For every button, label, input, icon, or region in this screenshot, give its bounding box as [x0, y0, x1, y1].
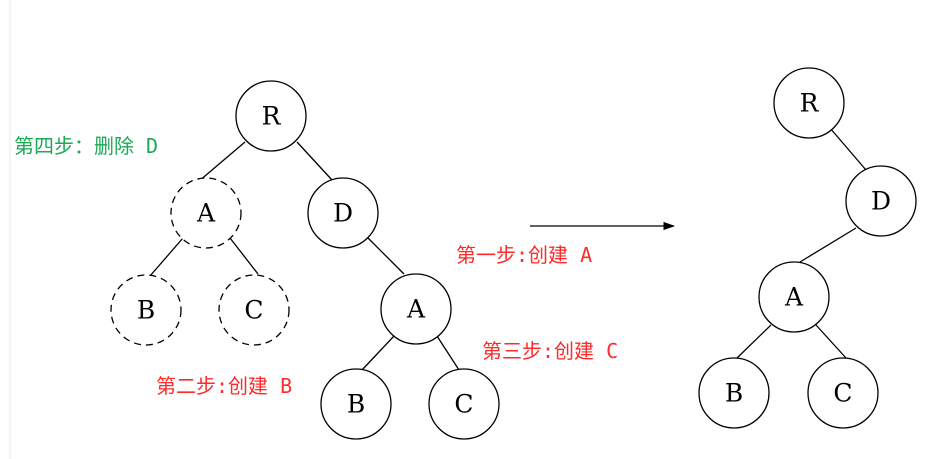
step2-label: 第二步:创建 B [156, 374, 292, 398]
node-a-removed-label: A [196, 199, 216, 228]
right-node-c-label: C [833, 379, 852, 408]
right-node-r: R [773, 67, 845, 139]
step1-label: 第一步:创建 A [456, 243, 592, 267]
edge-right-d-a [799, 227, 857, 263]
edge-a-removed-b [149, 237, 184, 277]
edge-a-removed-c [229, 237, 259, 275]
edge-right-a-b [736, 324, 772, 359]
edge-right-r-d [829, 127, 867, 171]
node-b-new: B [320, 368, 392, 440]
node-d-label: D [333, 199, 353, 228]
right-node-r-label: R [800, 89, 820, 118]
edge-r-d [296, 141, 333, 181]
edge-d-a-new [367, 237, 405, 275]
node-d: D [307, 177, 379, 249]
right-node-b: B [698, 357, 770, 429]
node-b-removed: B [110, 274, 182, 346]
node-c-removed-label: C [244, 296, 263, 325]
node-a-new-label: A [406, 295, 426, 324]
edge-a-new-c-new [436, 335, 460, 371]
node-r: R [235, 80, 307, 152]
node-c-removed: C [218, 274, 290, 346]
right-tree: R D A B C [698, 67, 917, 429]
right-node-b-label: B [725, 379, 743, 408]
right-node-c: C [807, 357, 879, 429]
node-b-new-label: B [347, 390, 365, 419]
node-a-new: A [380, 273, 452, 345]
node-c-new: C [428, 368, 500, 440]
node-c-new-label: C [454, 390, 473, 419]
node-r-label: R [262, 102, 282, 131]
right-node-a-label: A [784, 283, 804, 312]
node-b-removed-label: B [137, 296, 155, 325]
right-node-d-label: D [871, 187, 891, 216]
step3-label: 第三步:创建 C [482, 339, 618, 363]
edge-a-new-b-new [361, 335, 395, 371]
edge-right-a-c [815, 324, 847, 359]
step4-label: 第四步：删除 D [14, 134, 158, 158]
right-node-d: D [845, 165, 917, 237]
right-node-a: A [758, 261, 830, 333]
left-tree: R A D B C A B C [110, 80, 500, 440]
node-a-removed: A [170, 177, 242, 249]
